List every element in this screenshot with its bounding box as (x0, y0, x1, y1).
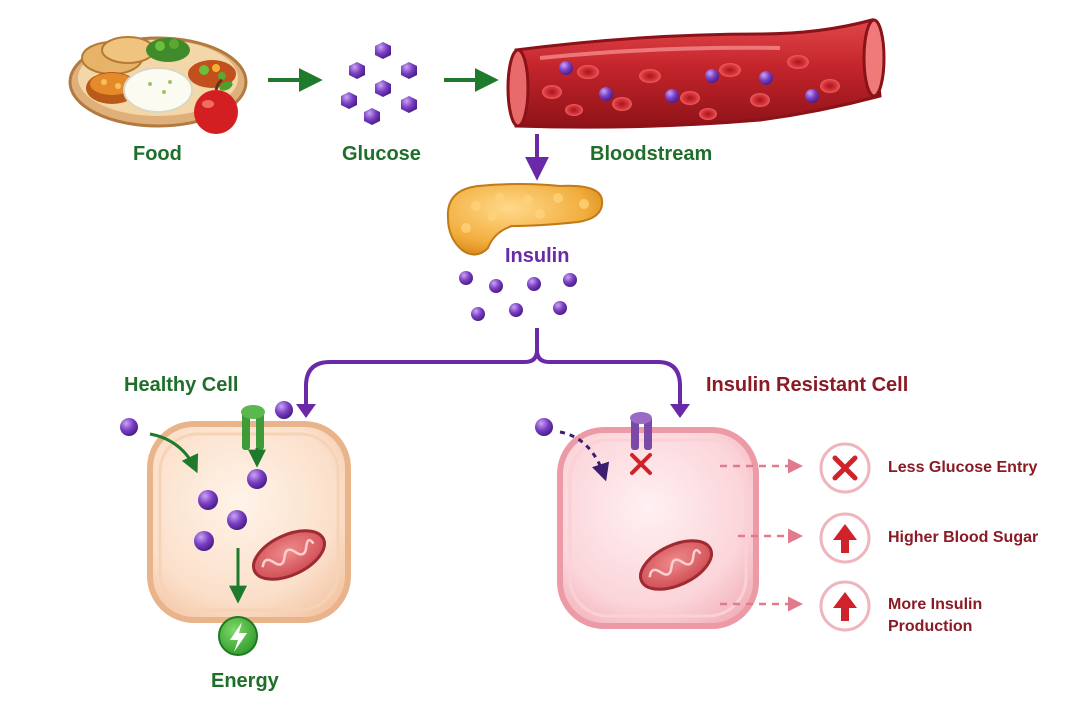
arrow-up-icon (819, 512, 871, 564)
arrow-up-icon (819, 580, 871, 632)
branch-arrows (304, 328, 682, 412)
glucose-label: Glucose (342, 143, 421, 165)
effect-label-less-glucose-entry: Less Glucose Entry (888, 459, 1038, 476)
pancreas-illustration (446, 183, 604, 256)
energy-label: Energy (211, 670, 279, 692)
food-plate-illustration (68, 36, 248, 134)
insulin-molecules (459, 271, 577, 321)
x-icon (819, 442, 871, 494)
blood-vessel-illustration (506, 18, 886, 129)
resistant-cell-label: Insulin Resistant Cell (706, 374, 909, 396)
glucose-molecules (341, 42, 417, 125)
blocked-entry-icon (630, 453, 652, 475)
effect-label-higher-blood-sugar: Higher Blood Sugar (888, 529, 1039, 546)
insulin-resistant-cell (535, 412, 759, 629)
effect-label-more-insulin: More Insulin (888, 596, 983, 613)
energy-icon (218, 616, 258, 656)
healthy-cell (120, 401, 351, 623)
bloodstream-label: Bloodstream (590, 143, 713, 165)
healthy-cell-label: Healthy Cell (124, 374, 239, 396)
insulin-label: Insulin (505, 245, 570, 267)
effect-label-production: Production (888, 618, 973, 635)
food-label: Food (133, 143, 182, 165)
